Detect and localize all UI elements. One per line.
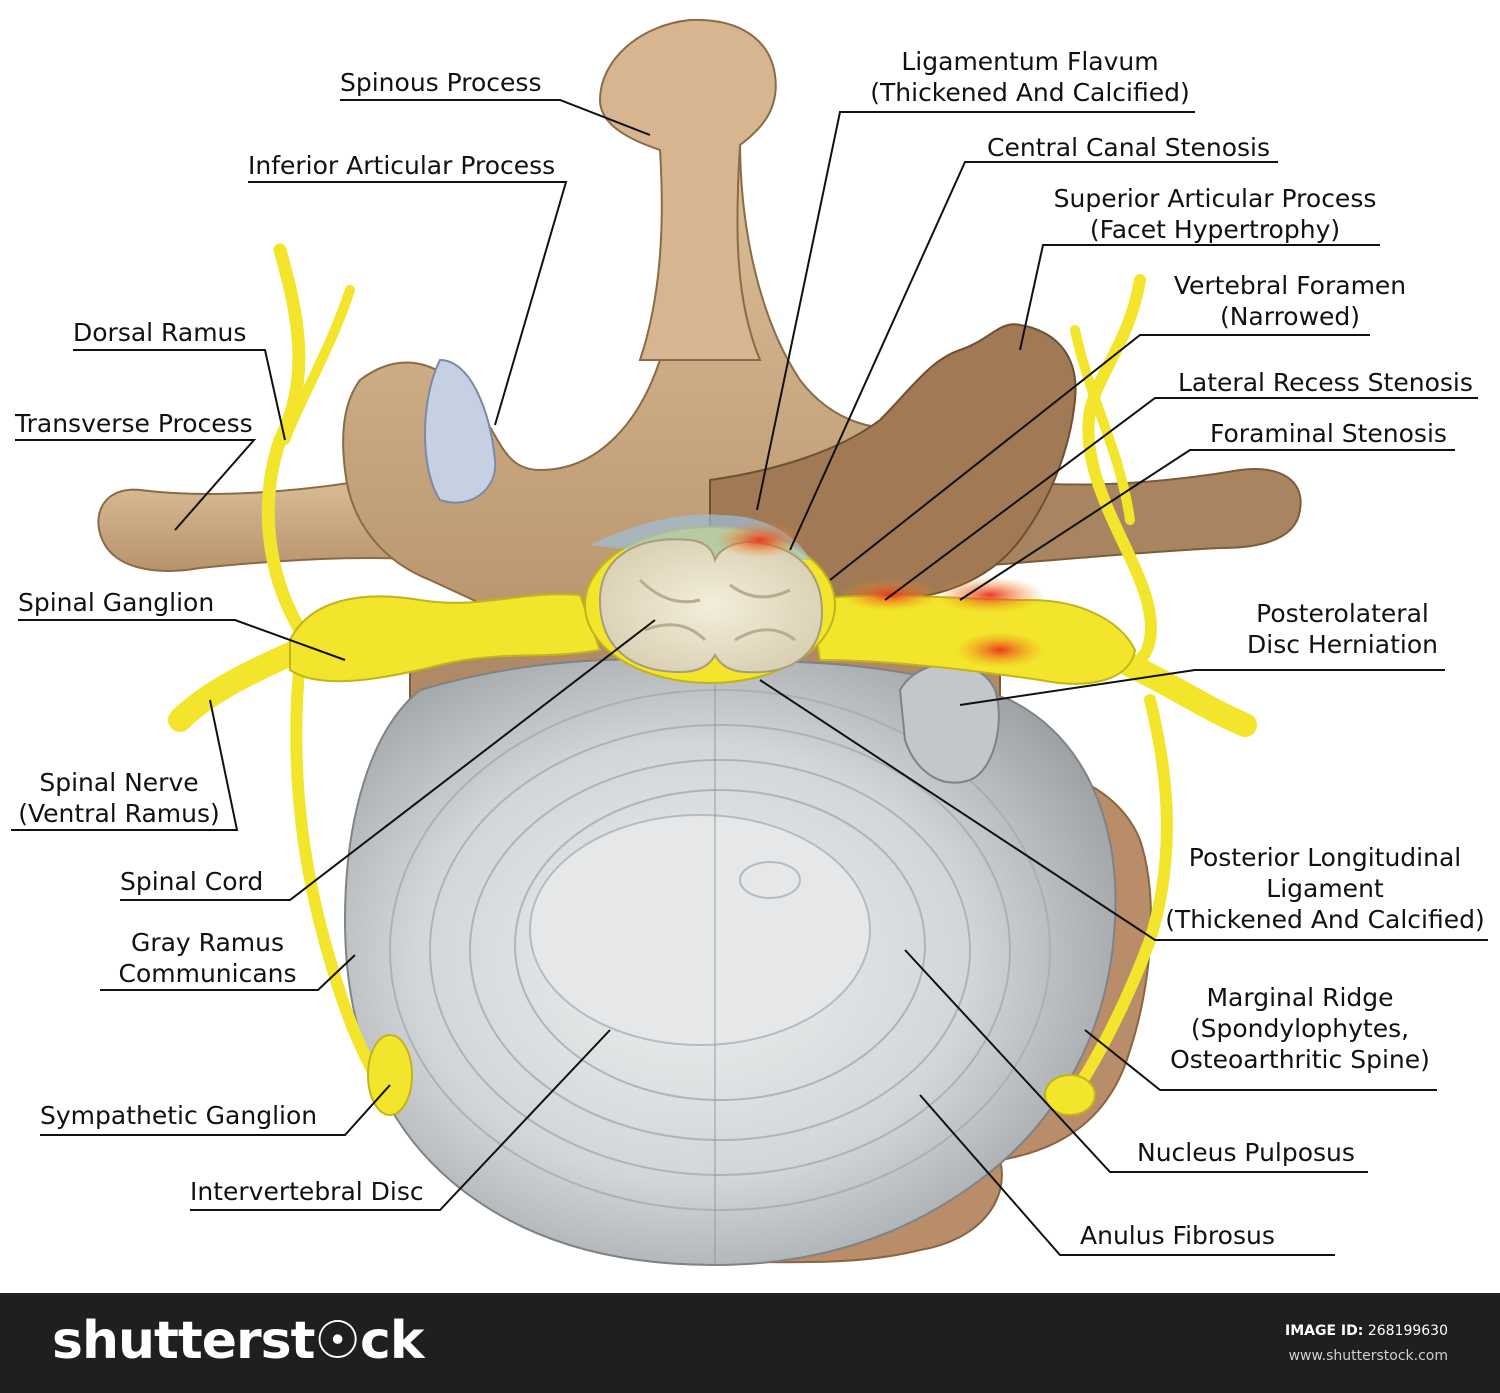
label-superior-articular-process: Superior Articular Process(Facet Hypertr…	[1053, 184, 1377, 244]
label-spinal-cord: Spinal Cord	[120, 867, 264, 896]
shutterstock-logo[interactable]: shutterst☉ck	[52, 1311, 424, 1371]
sympathetic-ganglion-right	[1044, 1074, 1096, 1116]
label-spinal-nerve: Spinal Nerve(Ventral Ramus)	[18, 768, 220, 828]
nerves	[168, 243, 1257, 1106]
leader-lines	[11, 99, 1488, 1256]
label-vertebral-foramen: Vertebral Foramen(Narrowed)	[1173, 271, 1407, 331]
label-intervertebral-disc: Intervertebral Disc	[190, 1177, 424, 1206]
superior-articular-process-hypertrophy	[709, 323, 1077, 601]
label-lateral-recess-stenosis: Lateral Recess Stenosis	[1178, 368, 1473, 397]
nucleus-pulposus-shape	[529, 814, 871, 1046]
inferior-articular-process-bone	[424, 358, 497, 504]
inflammation-areas	[715, 522, 1045, 668]
spinal-ganglion-left	[289, 593, 602, 683]
anatomy-diagram: Spinous Process Inferior Articular Proce…	[11, 18, 1488, 1267]
spinal-cord-shape	[598, 538, 824, 674]
label-inferior-articular-process: Inferior Articular Process	[248, 151, 556, 180]
site-url[interactable]: www.shutterstock.com	[1288, 1348, 1448, 1364]
label-ligamentum-flavum: Ligamentum Flavum(Thickened And Calcifie…	[870, 47, 1190, 107]
label-spinous-process: Spinous Process	[340, 68, 542, 97]
illustration	[11, 18, 1488, 1267]
label-central-canal-stenosis: Central Canal Stenosis	[987, 133, 1270, 162]
image-id: IMAGE ID: 268199630	[1285, 1323, 1448, 1339]
label-marginal-ridge: Marginal Ridge(Spondylophytes,Osteoarthr…	[1170, 983, 1430, 1074]
label-transverse-process: Transverse Process	[15, 409, 253, 438]
label-dorsal-ramus: Dorsal Ramus	[73, 318, 247, 347]
label-nucleus-pulposus: Nucleus Pulposus	[1137, 1138, 1355, 1167]
label-spinal-ganglion: Spinal Ganglion	[18, 588, 215, 617]
anulus-rings	[389, 689, 1051, 1211]
spinous-process-bone	[598, 18, 777, 361]
footer-bar: shutterst☉ck IMAGE ID: 268199630 www.shu…	[0, 1293, 1500, 1393]
sympathetic-ganglion-left	[367, 1034, 413, 1116]
transverse-process-right	[988, 468, 1302, 567]
label-anulus-fibrosus: Anulus Fibrosus	[1080, 1221, 1275, 1250]
image-id-value: 268199630	[1367, 1323, 1448, 1339]
image-id-label: IMAGE ID:	[1285, 1323, 1364, 1339]
label-sympathetic-ganglion: Sympathetic Ganglion	[40, 1101, 318, 1130]
label-foraminal-stenosis: Foraminal Stenosis	[1210, 419, 1447, 448]
